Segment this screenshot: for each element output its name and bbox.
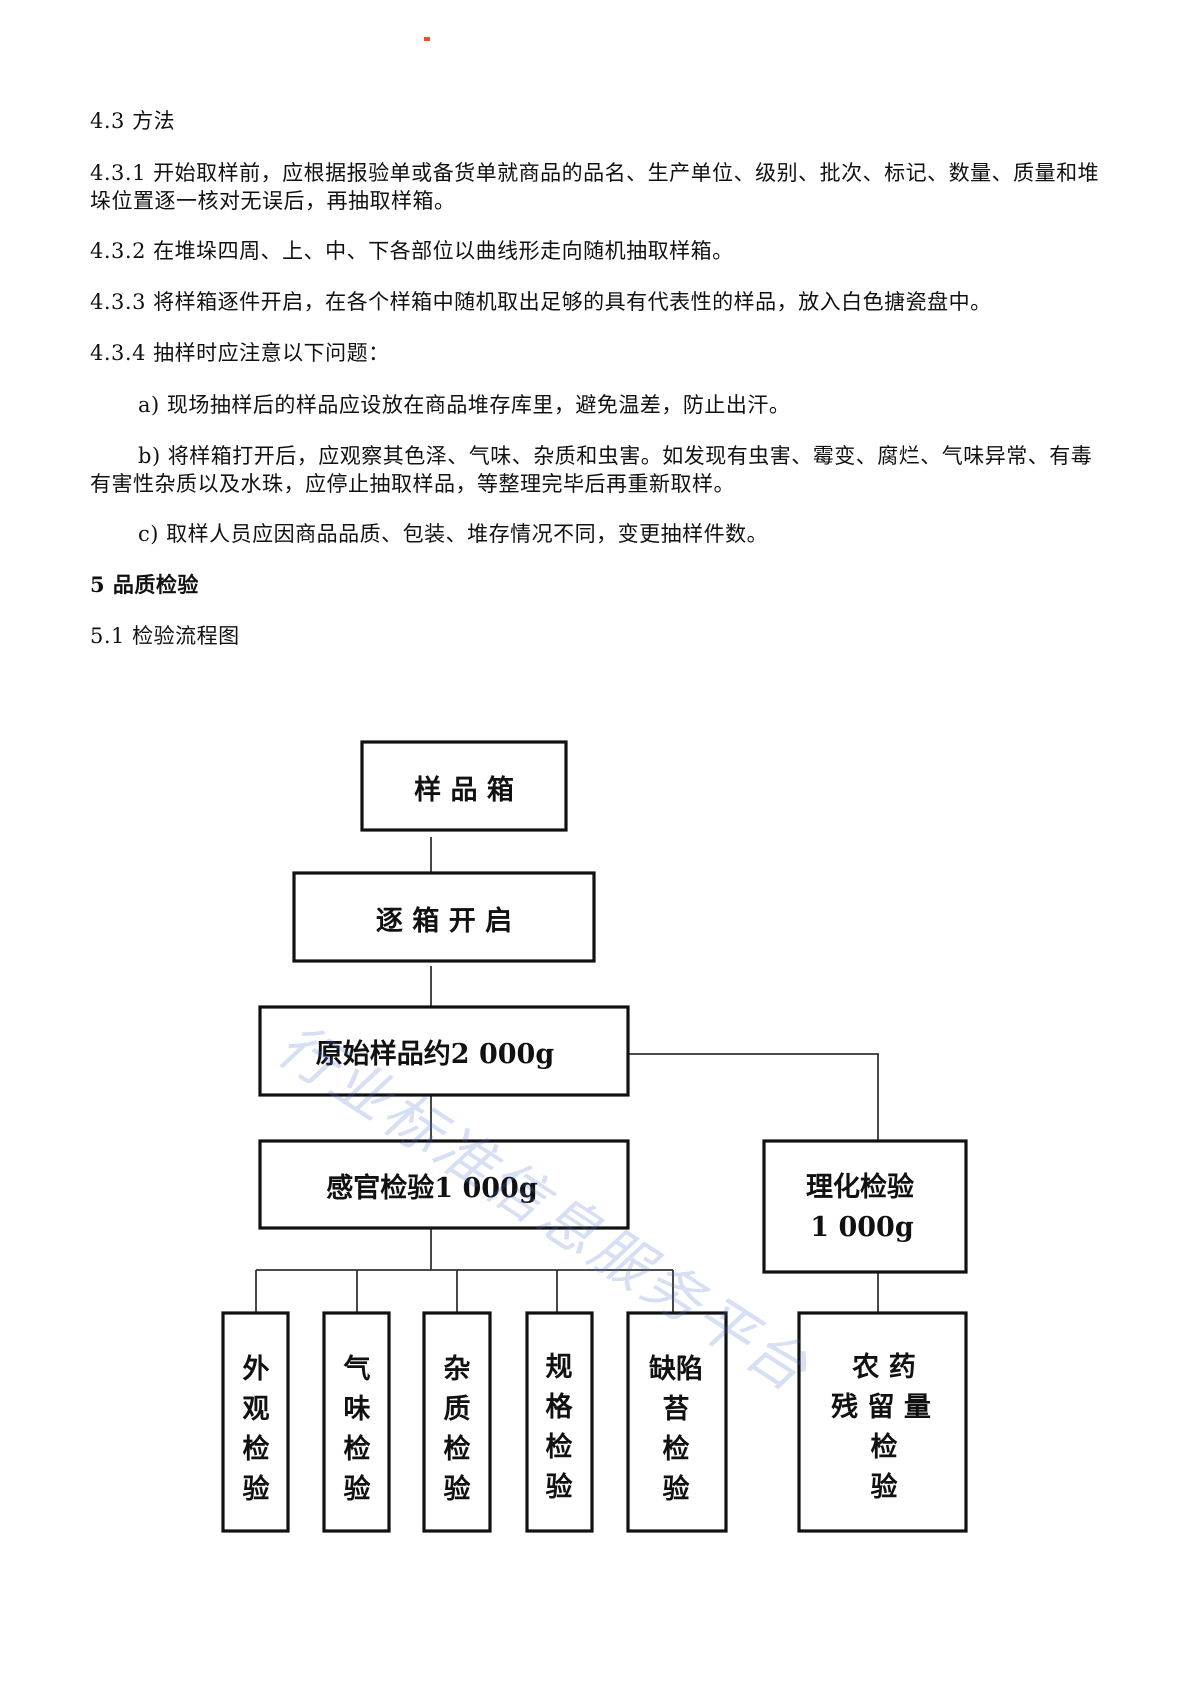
leaf-char: 格 xyxy=(546,1392,574,1423)
paragraph-4-3-4: 4.3.4 抽样时应注意以下问题： xyxy=(90,341,390,365)
item-c: c) 取样人员应因商品品质、包装、堆存情况不同，变更抽样件数。 xyxy=(138,522,769,546)
paragraph-4-3-3: 4.3.3 将样箱逐件开启，在各个样箱中随机取出足够的具有代表性的样品，放入白色… xyxy=(90,290,992,314)
leaf-char: 验 xyxy=(546,1471,573,1503)
leaf-char: 农 药 xyxy=(851,1352,915,1383)
label-original-sample: 原始样品约2 000g xyxy=(316,1038,555,1070)
leaf-char: 质 xyxy=(444,1394,471,1425)
leaf-char: 杂 xyxy=(444,1354,471,1385)
box-spec-test xyxy=(525,1311,594,1533)
box-sample-box xyxy=(360,740,568,832)
leaf-char: 检 xyxy=(344,1433,371,1465)
leaf-char: 味 xyxy=(344,1394,371,1425)
leaf-char: 检 xyxy=(243,1433,270,1465)
paragraph-4-3-2: 4.3.2 在堆垛四周、上、中、下各部位以曲线形走向随机抽取样箱。 xyxy=(90,239,734,263)
leaf-char: 气 xyxy=(343,1354,371,1385)
leaf-char: 缺陷 xyxy=(649,1354,703,1385)
leaf-char: 观 xyxy=(243,1394,270,1425)
label-physchem-test: 理化检验 xyxy=(806,1171,914,1203)
box-appearance-test xyxy=(221,1311,290,1533)
box-open-box xyxy=(292,871,596,963)
section-5-1-heading: 5.1 检验流程图 xyxy=(90,624,240,648)
leaf-char: 规 xyxy=(546,1352,573,1383)
box-physchem-test xyxy=(762,1139,968,1274)
box-odor-test xyxy=(322,1311,391,1533)
item-a: a) 现场抽样后的样品应设放在商品堆存库里，避免温差，防止出汗。 xyxy=(138,393,791,417)
label-open-box: 逐 箱 开 启 xyxy=(376,905,512,937)
paragraph-4-3-1: 4.3.1 开始取样前，应根据报验单或备货单就商品的品名、生产单位、级别、批次、… xyxy=(90,161,1100,213)
orange-mark xyxy=(424,37,430,41)
leaf-char: 验 xyxy=(663,1473,690,1505)
box-pesticide-test xyxy=(797,1311,968,1533)
leaf-char: 检 xyxy=(871,1431,898,1463)
box-impurity-test xyxy=(422,1311,492,1533)
section-5-heading: 5 品质检验 xyxy=(90,572,199,597)
leaf-char: 检 xyxy=(546,1431,573,1463)
label-sensory-test: 感官检验1 000g xyxy=(326,1172,538,1204)
item-b: b) 将样箱打开后，应观察其色泽、气味、杂质和虫害。如发现有虫害、霉变、腐烂、气… xyxy=(90,444,1093,496)
label-physchem-amount: 1 000g xyxy=(810,1212,914,1243)
leaf-char: 苔 xyxy=(663,1394,690,1425)
section-4-3-heading: 4.3 方法 xyxy=(90,109,176,133)
leaf-char: 外 xyxy=(243,1354,270,1385)
connector-line xyxy=(629,1053,879,1141)
label-sample-box: 样 品 箱 xyxy=(414,774,514,806)
leaf-char: 验 xyxy=(871,1471,898,1503)
box-defect-test xyxy=(626,1311,728,1533)
leaf-char: 验 xyxy=(243,1473,270,1505)
leaf-char: 检 xyxy=(663,1433,690,1465)
leaf-char: 残 留 量 xyxy=(831,1392,931,1423)
leaf-char: 检 xyxy=(444,1433,471,1465)
box-sensory-test xyxy=(258,1139,630,1230)
leaf-char: 验 xyxy=(444,1473,471,1505)
leaf-char: 验 xyxy=(344,1473,371,1505)
box-original-sample xyxy=(258,1005,630,1097)
